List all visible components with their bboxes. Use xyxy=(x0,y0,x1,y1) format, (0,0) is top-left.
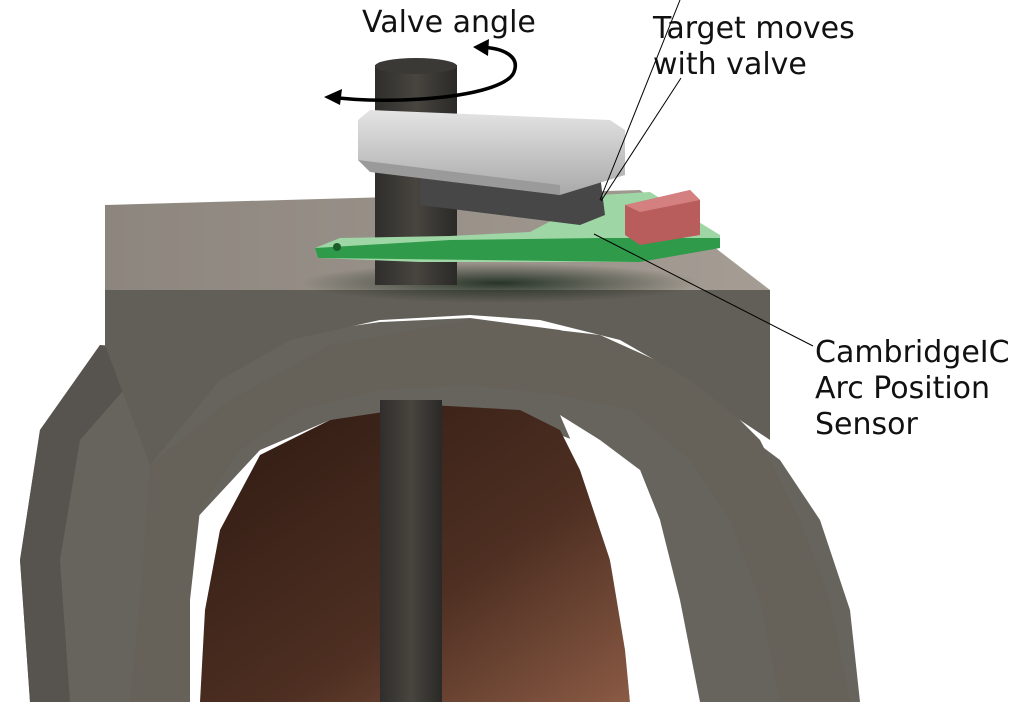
sensor-label-line1: CambridgeIC xyxy=(815,335,1010,370)
target-label-line1: Target moves xyxy=(653,11,855,46)
sensor-leader-line xyxy=(593,233,814,347)
valve-shaft-lower xyxy=(380,400,442,702)
ring-opening xyxy=(560,415,675,702)
target-arm xyxy=(358,110,625,195)
curved-rotation-arrow-icon xyxy=(329,45,518,102)
target-leader xyxy=(600,77,682,202)
target-label-line2: with valve xyxy=(653,47,807,82)
sensor-label-line3: Sensor xyxy=(815,407,918,442)
arrow-head-left xyxy=(324,89,342,105)
arrow-head-right xyxy=(473,39,489,56)
ring-front-band xyxy=(130,320,850,702)
valve-angle-label: Valve angle xyxy=(362,5,536,40)
sensor-label-line2: Arc Position xyxy=(815,371,991,406)
connector xyxy=(625,190,700,245)
arc-position-sensor-pcb xyxy=(315,192,720,262)
valve-shaft-top xyxy=(375,58,457,74)
pcb-shadow xyxy=(300,263,700,303)
target-leader-line xyxy=(599,0,681,201)
valve-block-front xyxy=(105,290,770,465)
